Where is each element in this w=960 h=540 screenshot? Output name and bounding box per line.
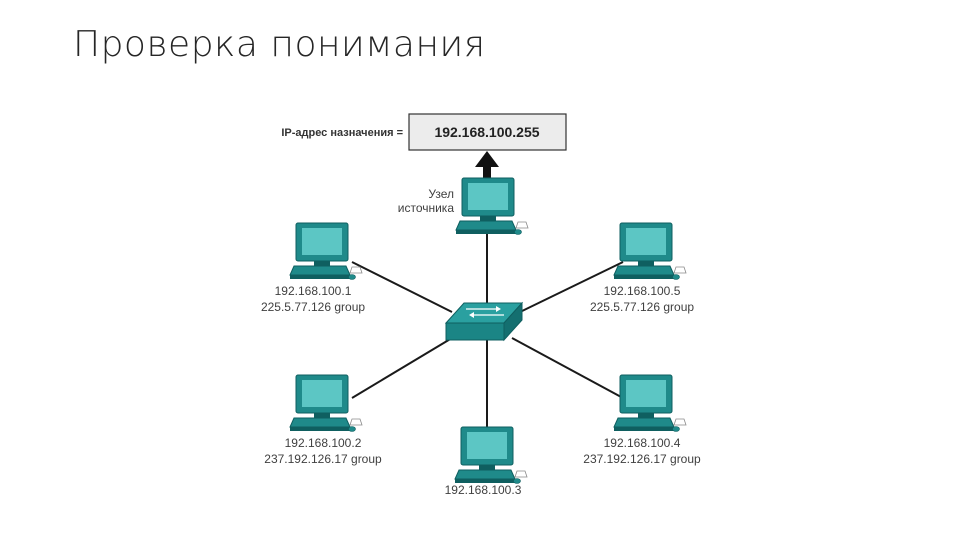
network-links [351, 232, 624, 428]
source-label-line2: источника [398, 201, 455, 215]
destination-ip-value: 192.168.100.255 [434, 124, 539, 140]
link-host-1 [351, 261, 453, 313]
host-1-computer-icon [289, 222, 363, 280]
destination-ip-box [408, 113, 567, 151]
host-2-group: 237.192.126.17 group [264, 452, 382, 466]
host-2-computer-icon [289, 374, 363, 432]
host-4-group: 237.192.126.17 group [583, 452, 701, 466]
source-label-line1: Узел [428, 187, 454, 201]
host-2-ip: 192.168.100.2 [285, 436, 362, 450]
slide-title: Проверка понимания [73, 24, 486, 65]
link-host-5 [519, 261, 624, 313]
source-computer-icon [455, 177, 529, 235]
host-3-computer-icon [454, 426, 528, 484]
host-1-group: 225.5.77.126 group [261, 300, 365, 314]
host-5-computer-icon [613, 222, 687, 280]
host-1-ip: 192.168.100.1 [275, 284, 352, 298]
host-4-ip: 192.168.100.4 [604, 436, 681, 450]
host-5-group: 225.5.77.126 group [590, 300, 694, 314]
destination-label: IP-адрес назначения = [281, 127, 403, 139]
link-host-2 [351, 337, 453, 399]
computers [289, 177, 687, 484]
host-3-ip: 192.168.100.3 [445, 483, 522, 497]
host-5-ip: 192.168.100.5 [604, 284, 681, 298]
arrow-up-icon [475, 151, 499, 180]
link-host-4 [511, 337, 624, 399]
host-4-computer-icon [613, 374, 687, 432]
network-switch-icon [444, 301, 524, 342]
